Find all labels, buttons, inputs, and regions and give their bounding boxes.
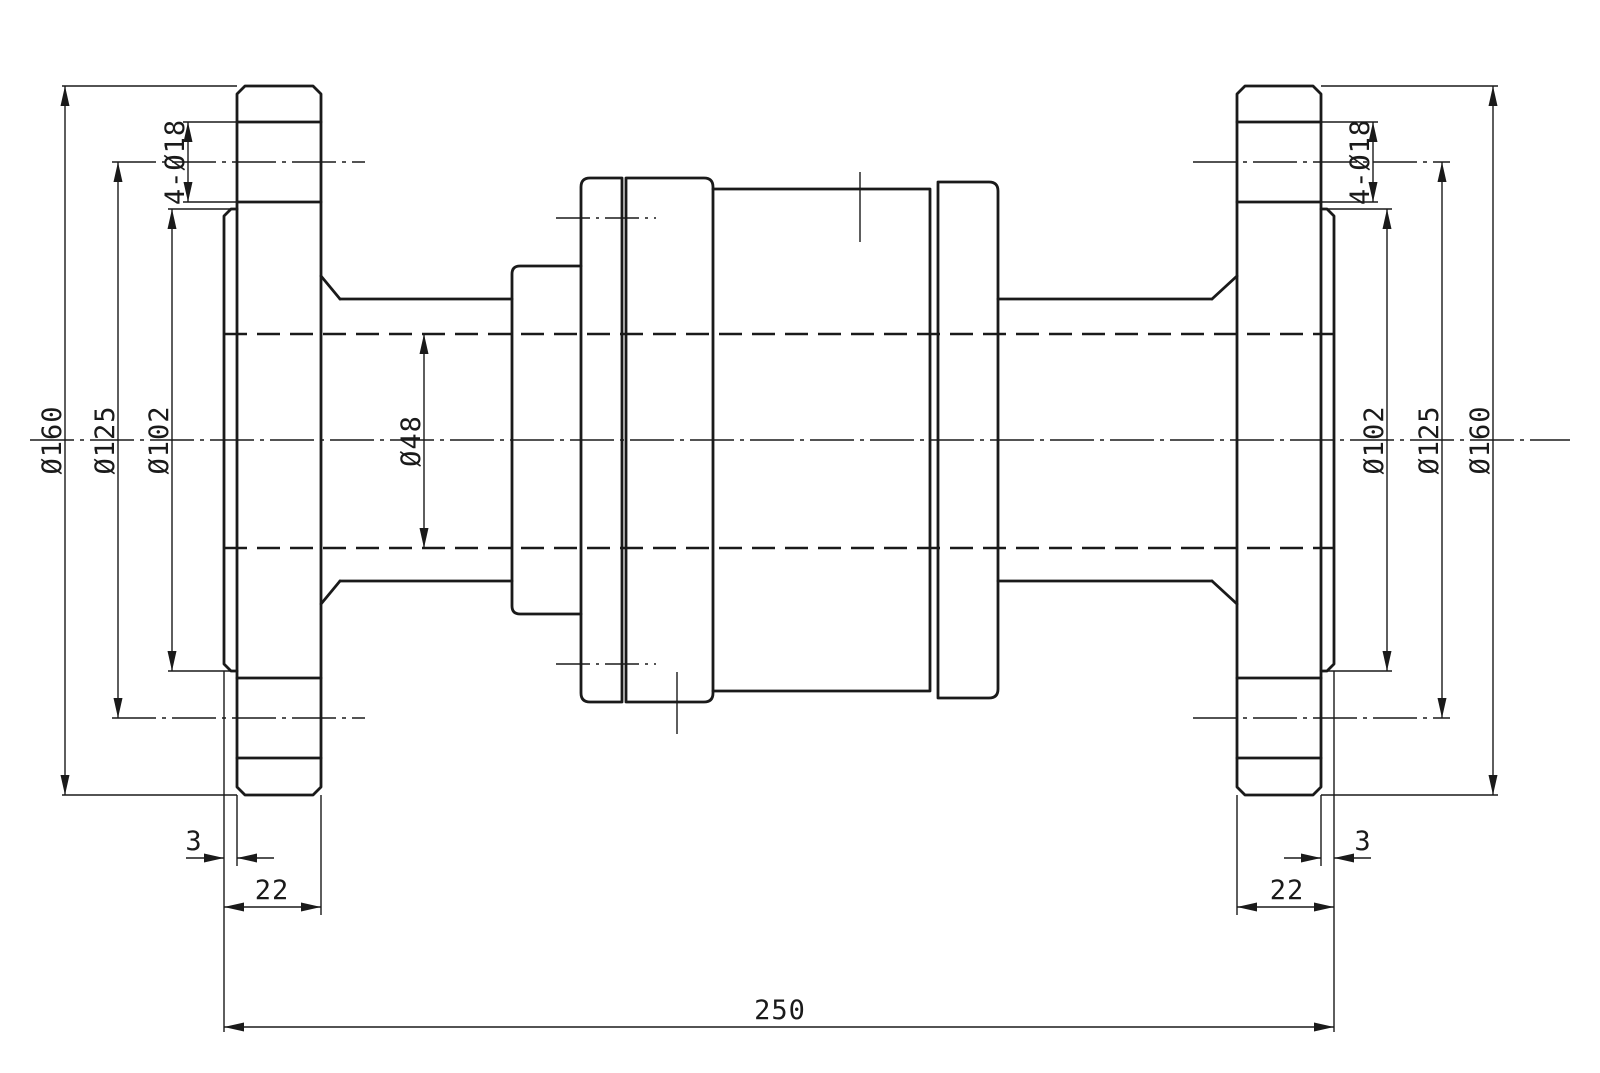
shaft-collar xyxy=(510,264,583,616)
arrow-down-icon xyxy=(1488,775,1498,795)
left-flange-body xyxy=(235,84,323,797)
dim-label: Ø125 xyxy=(1414,405,1445,474)
dimension-bolt-holes-right: 4-Ø18 xyxy=(1345,119,1378,205)
dimension-od-right: Ø160 xyxy=(1465,86,1498,795)
disc-joint-centerlines xyxy=(556,217,656,665)
arrow-right-icon xyxy=(1314,1022,1334,1032)
dim-label: 3 xyxy=(185,826,202,857)
dimension-flange-thickness-left: 22 xyxy=(224,875,321,912)
dim-label: 250 xyxy=(754,995,806,1026)
dim-label: Ø160 xyxy=(37,405,68,474)
bore-hidden-lines xyxy=(224,332,1334,550)
arrow-up-icon xyxy=(113,162,123,182)
feature-tick-centerlines xyxy=(676,172,861,734)
dimension-raised-face-left: Ø102 xyxy=(144,209,177,671)
dimension-raised-face-height-right: 3 xyxy=(1284,826,1371,863)
arrow-up-icon xyxy=(1382,209,1392,229)
dim-label: Ø48 xyxy=(396,415,427,467)
arrow-right-icon xyxy=(301,902,321,912)
arrow-right-icon xyxy=(204,853,224,863)
right-flange-bolt-hole-lines xyxy=(1235,120,1323,760)
end-cylinder xyxy=(936,180,1000,700)
part-outline xyxy=(222,84,1336,797)
dim-label: Ø125 xyxy=(90,405,121,474)
arrow-left-icon xyxy=(1334,853,1354,863)
left-hub-taper xyxy=(319,274,342,606)
dimension-raised-face-right: Ø102 xyxy=(1359,209,1392,671)
dimension-bore: Ø48 xyxy=(396,334,429,548)
left-flange-bolt-hole-lines xyxy=(235,120,323,760)
right-flange-raised-face xyxy=(1319,207,1336,673)
left-flange-raised-face xyxy=(222,207,239,673)
arrow-left-icon xyxy=(1237,902,1257,912)
arrow-down-icon xyxy=(167,651,177,671)
arrow-up-icon xyxy=(419,334,429,354)
dimension-bolt-circle-left: Ø125 xyxy=(90,162,123,718)
arrow-down-icon xyxy=(183,182,193,202)
arrow-right-icon xyxy=(1314,902,1334,912)
arrow-down-icon xyxy=(419,528,429,548)
arrow-down-icon xyxy=(1437,698,1447,718)
dim-label: Ø160 xyxy=(1465,405,1496,474)
right-flange-body xyxy=(1235,84,1323,797)
dim-label: Ø102 xyxy=(144,405,175,474)
arrow-down-icon xyxy=(1368,182,1378,202)
bolt-circle-centerlines xyxy=(112,161,1450,719)
arrow-up-icon xyxy=(1488,86,1498,106)
dimension-od-left: Ø160 xyxy=(37,86,70,795)
arrow-right-icon xyxy=(1301,853,1321,863)
arrow-up-icon xyxy=(1437,162,1447,182)
centerlines xyxy=(30,161,1570,734)
arrow-left-icon xyxy=(224,902,244,912)
arrow-down-icon xyxy=(60,775,70,795)
arrow-up-icon xyxy=(60,86,70,106)
dim-label: Ø102 xyxy=(1359,405,1390,474)
dim-label: 3 xyxy=(1354,826,1371,857)
dim-label: 4-Ø18 xyxy=(1345,119,1376,205)
dimension-raised-face-height-left: 3 xyxy=(185,826,274,863)
arrow-up-icon xyxy=(183,122,193,142)
right-shaft xyxy=(996,297,1214,583)
arrow-down-icon xyxy=(113,698,123,718)
dimension-flange-thickness-right: 22 xyxy=(1237,875,1334,912)
arrow-up-icon xyxy=(167,209,177,229)
arrow-down-icon xyxy=(1382,651,1392,671)
coupling-disc-right xyxy=(624,176,715,704)
dimension-bolt-holes-left: 4-Ø18 xyxy=(160,119,193,205)
dimension-bolt-circle-right: Ø125 xyxy=(1414,162,1447,718)
dimension-overall-length: 250 xyxy=(224,995,1334,1032)
left-shaft xyxy=(338,297,514,583)
arrow-up-icon xyxy=(1368,122,1378,142)
arrow-left-icon xyxy=(224,1022,244,1032)
extension-lines xyxy=(62,85,1498,1032)
dim-label: 22 xyxy=(255,875,290,906)
arrow-left-icon xyxy=(237,853,257,863)
right-hub-taper xyxy=(1210,274,1239,606)
dim-label: 4-Ø18 xyxy=(160,119,191,205)
dim-label: 22 xyxy=(1270,875,1305,906)
coupling-disc-left xyxy=(579,176,624,704)
mid-cylinder xyxy=(711,187,932,693)
